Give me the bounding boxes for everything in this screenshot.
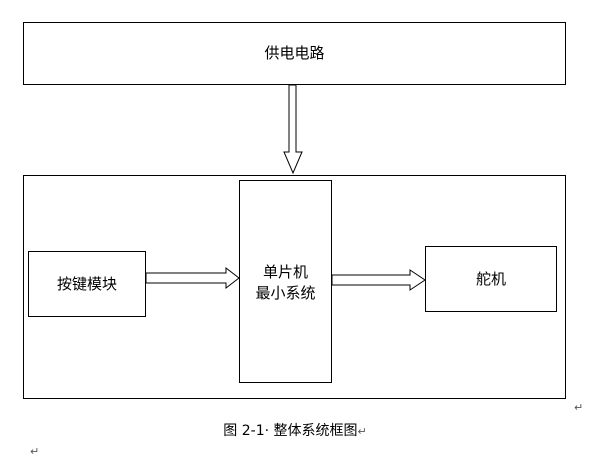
mcu-label-line2: 最小系统: [255, 284, 316, 302]
arrow-power-to-mcu: [283, 84, 303, 175]
paragraph-mark-right: ↵: [574, 401, 584, 414]
power-supply-label: 供电电路: [264, 44, 325, 62]
mcu-label-line1: 单片机: [262, 263, 308, 281]
servo-label: 舵机: [475, 270, 506, 288]
arrow-mcu-to-servo: [331, 269, 426, 291]
key-module-label: 按键模块: [56, 275, 117, 293]
paragraph-mark-caption: ↵: [357, 425, 367, 438]
servo-block: [425, 246, 557, 312]
power-supply-block: [23, 22, 566, 85]
figure-caption: 图 2-1· 整体系统框图↵: [180, 421, 410, 441]
figure-caption-text: 图 2-1· 整体系统框图: [223, 423, 358, 439]
arrow-keys-to-mcu: [145, 266, 240, 290]
key-module-block: [28, 251, 146, 317]
paragraph-mark-bottom: ↵: [30, 445, 40, 458]
